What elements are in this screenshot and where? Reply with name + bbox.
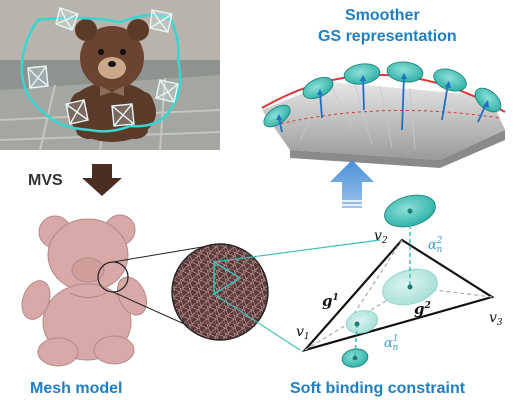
- vertex-symbol: v: [489, 310, 497, 326]
- mesh-leg-left: [37, 337, 79, 367]
- mvs-label: MVS: [28, 172, 63, 189]
- mesh-triangle: [301, 238, 495, 353]
- gaussian-label-g2: g2: [414, 300, 431, 318]
- mvs-down-arrow: [82, 164, 122, 196]
- gs-title-line2: GS representation: [318, 28, 457, 45]
- gaussian-ellipsoid: [263, 104, 291, 128]
- normal-arrow: [319, 91, 323, 119]
- gaussian-ellipsoid: [302, 77, 334, 99]
- mesh-texture: [172, 244, 268, 340]
- zoom-circle-border: [171, 243, 269, 341]
- teddy-photo: [0, 0, 221, 151]
- vertex-subscript: 2: [381, 236, 388, 246]
- gaussian-center-dot: [352, 355, 358, 361]
- camera-trajectory: [20, 13, 182, 133]
- dashed-surface-curve: [274, 109, 501, 126]
- offset-line-lower: [354, 323, 358, 359]
- mesh-bow: [69, 292, 107, 298]
- zoom-triangle: [213, 260, 242, 296]
- offset-subscript: n: [392, 343, 399, 353]
- normal-arrows: [276, 73, 489, 133]
- offset-label-a1: α1n: [384, 334, 399, 353]
- vertex-label-v2: v2: [374, 228, 388, 246]
- upward-arrow: [330, 160, 374, 208]
- normal-arrow: [362, 77, 365, 111]
- gaussian-symbol: g: [322, 292, 333, 310]
- gaussian-superscript: 1: [332, 293, 339, 303]
- normal-arrow: [401, 75, 405, 131]
- zoom-mesh-circle: [171, 239, 381, 351]
- normal-arrow: [477, 103, 487, 123]
- vertex-symbol: v: [374, 228, 382, 244]
- mesh-leg-right: [93, 335, 135, 365]
- camera-frustum-icon: [27, 65, 49, 89]
- soft-binding-caption: Soft binding constraint: [290, 380, 466, 397]
- camera-frustums: [27, 7, 179, 127]
- normal-arrow: [441, 83, 449, 121]
- smooth-curve: [261, 74, 506, 113]
- offset-symbol: α: [384, 336, 393, 351]
- teddy-bear-photo: [68, 19, 156, 142]
- mesh-model-caption: Mesh model: [30, 380, 123, 397]
- surface-hatch: [299, 81, 416, 151]
- gaussian-center-dot: [354, 321, 360, 327]
- offset-superscript: 1: [392, 334, 399, 344]
- vertex-subscript: 1: [303, 332, 310, 342]
- offset-label-a2: α2n: [428, 236, 443, 255]
- gaussian-ellipsoid: [433, 68, 467, 92]
- mesh-arm-left: [21, 280, 51, 320]
- gaussian-label-g1: g1: [322, 292, 339, 310]
- gs-title-line1: Smoother: [345, 7, 420, 24]
- gaussian-ellipsoid: [386, 61, 424, 83]
- soft-binding-diagram: [301, 194, 495, 368]
- gaussian-center-dot: [407, 284, 413, 290]
- gs-representation: [261, 61, 506, 168]
- vertex-label-v1: v1: [296, 324, 310, 342]
- vertex-symbol: v: [296, 324, 304, 340]
- zoom-to-triangle-lines: [213, 239, 381, 351]
- camera-frustum-icon: [149, 9, 173, 33]
- gaussian-symbol: g: [414, 300, 425, 318]
- gaussian-superscript: 2: [424, 301, 431, 311]
- gaussian-center-dot: [407, 208, 413, 214]
- gaussian-ellipsoid: [343, 63, 381, 85]
- mesh-muzzle: [71, 257, 105, 283]
- camera-frustum-icon: [65, 99, 89, 125]
- camera-frustum-icon: [55, 7, 79, 31]
- camera-frustum-icon: [155, 79, 179, 103]
- gaussian-ellipsoids: [263, 61, 502, 128]
- upward-arrow-stripes: [342, 200, 362, 206]
- offset-symbol: α: [428, 238, 437, 253]
- normal-arrow: [278, 117, 283, 133]
- vertex-label-v3: v3: [489, 310, 503, 328]
- vertex-subscript: 3: [496, 318, 503, 328]
- mesh-bear: [21, 214, 148, 367]
- offset-subscript: n: [436, 245, 443, 255]
- camera-frustum-icon: [111, 103, 135, 127]
- offset-superscript: 2: [436, 236, 443, 246]
- gaussian-lower-projection: [345, 310, 379, 334]
- surface-edge: [290, 130, 505, 168]
